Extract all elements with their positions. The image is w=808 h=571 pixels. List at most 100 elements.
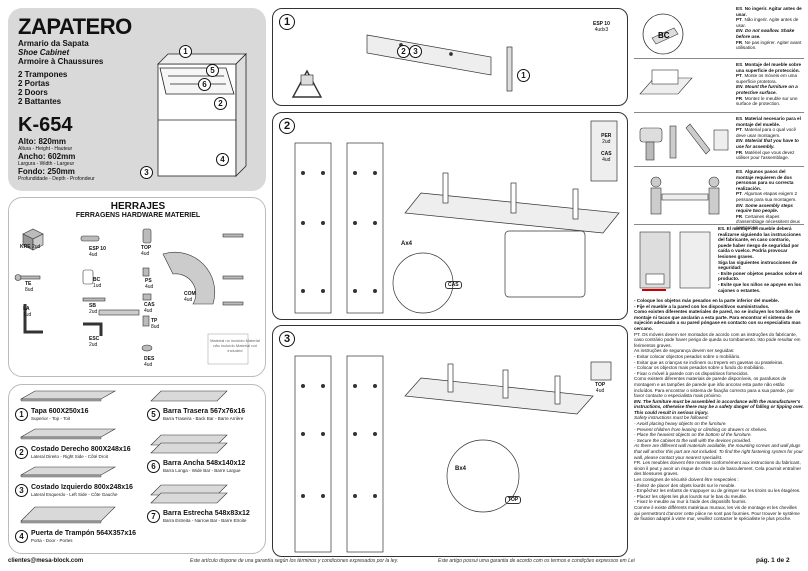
notes-column: BC ES. No ingerir. Agitar antes de usar.… — [634, 6, 804, 554]
width-label: Ancho: 602mm — [18, 152, 76, 161]
height-sub: Altura - Height - Hauteur — [18, 146, 73, 152]
part-sub: Porta - Door - Portes — [31, 538, 73, 543]
hardware-subtitle: FERRAGENS HARDWARE MATERIEL — [75, 212, 201, 219]
warning-text: ES. No ingerir. Agitar antes de usar. PT… — [736, 6, 802, 51]
part-name: Barra Ancha 548x140x12 — [163, 460, 246, 467]
mount-surface-icon — [639, 69, 693, 95]
callout-4: 4 — [216, 153, 229, 166]
part-name: Puerta de Trampón 564X357x16 — [31, 530, 137, 537]
step-3-illustration — [294, 355, 612, 553]
callout-1: 1 — [179, 45, 192, 58]
product-title: ZAPATERO — [18, 14, 132, 39]
product-features: 2 Trampones 2 Portas 2 Doors 2 Battantes — [18, 70, 67, 106]
hardware-title: HERRAJES — [110, 201, 166, 212]
step-3-callout-2: TOP — [505, 496, 522, 504]
product-subtitles: Armario da Sapata Shoe Cabinet Armoire à… — [18, 39, 103, 66]
hardware-illustrations — [14, 228, 249, 365]
people-notes: ES. Algunos pasos del montaje requieren … — [736, 169, 800, 230]
wall-fix-icon — [639, 231, 711, 291]
cabinet-illustration — [157, 53, 247, 177]
part-sub: Barra Longa - Wide Bar - Barre Largue — [163, 468, 241, 473]
step-2-callout: Ax4 — [401, 241, 413, 247]
part-number: 5 — [147, 408, 160, 421]
feature-4: 2 Battantes — [18, 97, 62, 106]
feature-3: 2 Doors — [18, 88, 48, 97]
footer-page: pág. 1 de 2 — [756, 557, 790, 564]
callout-2: 2 — [214, 97, 227, 110]
part-sub: Lateral Direito - Right Side - Côté Droi… — [31, 454, 109, 459]
step-3-callout: Bx4 — [455, 466, 467, 472]
svg-text:BC: BC — [658, 31, 670, 40]
part-sub: Barra Traseira - Back Bar - Barre Arrièr… — [163, 416, 244, 421]
callout-5: 5 — [206, 64, 219, 77]
hw-note: Material no incluido Material não incluí… — [210, 338, 260, 353]
two-people-icon — [650, 176, 720, 215]
step-2-illustration — [294, 120, 620, 314]
callout-3: 3 — [140, 166, 153, 179]
part-number: 3 — [15, 484, 28, 497]
part-sub: Barra Estreita - Narrow Bar - Barre Etro… — [163, 518, 247, 523]
step-number: 2 — [279, 118, 295, 134]
part-name: Tapa 600X250x16 — [31, 408, 89, 415]
callout-6: 6 — [198, 78, 211, 91]
subtitle-pt: Armario da Sapata — [18, 39, 89, 48]
mount-notes: ES. Montaje del mueble sobre una superfi… — [736, 62, 802, 107]
footer-email[interactable]: clientes@mesa-block.com — [8, 558, 84, 564]
hardware-panel: HERRAJES FERRAGENS HARDWARE MATERIEL — [8, 197, 266, 377]
model-number: K-654 — [18, 114, 73, 136]
dimensions: Alto: 820mm Altura - Height - Hauteur An… — [18, 137, 95, 182]
height-label: Alto: 820mm — [18, 137, 67, 146]
step-1-part-3: 3 — [409, 45, 422, 58]
part-sub: Lateral Esquerdo - Left Side - Côte Gauc… — [31, 492, 118, 497]
part-name: Barra Estrecha 548x83x12 — [163, 510, 250, 517]
safety-body: - Coloque los objetos más pesados en la … — [634, 298, 804, 522]
width-sub: Largura - Width - Largeur — [18, 161, 75, 167]
feature-2: 2 Portas — [18, 79, 50, 88]
product-panel: ZAPATERO Armario da Sapata Shoe Cabinet … — [8, 8, 266, 191]
part-board-icon — [19, 390, 117, 402]
step-1-part-1: 1 — [517, 69, 530, 82]
step-1-part-2: 2 — [397, 45, 410, 58]
part-name: Costado Izquierdo 800x248x16 — [31, 484, 133, 491]
part-number: 6 — [147, 460, 160, 473]
part-name: Barra Trasera 567x76x16 — [163, 408, 246, 415]
part-name: Costado Derecho 800X248x16 — [31, 446, 131, 453]
depth-sub: Profundidade - Depth - Profondeur — [18, 176, 95, 182]
step-2-callout-2: CAS — [445, 281, 462, 289]
step-number: 1 — [279, 14, 295, 30]
safety-es: ES. El montaje del mueble deberá realiza… — [718, 226, 803, 293]
subtitle-en: Shoe Cabinet — [18, 48, 70, 57]
tools-notes: ES. Material necesario para el montaje d… — [736, 116, 801, 161]
feature-1: 2 Trampones — [18, 70, 68, 79]
tools-icon — [639, 123, 729, 161]
part-number: 1 — [15, 408, 28, 421]
step-number: 3 — [279, 331, 295, 347]
hw-kre: KRE 2ud — [20, 244, 41, 250]
part-sub: Superior - Top - Toit — [31, 416, 71, 421]
